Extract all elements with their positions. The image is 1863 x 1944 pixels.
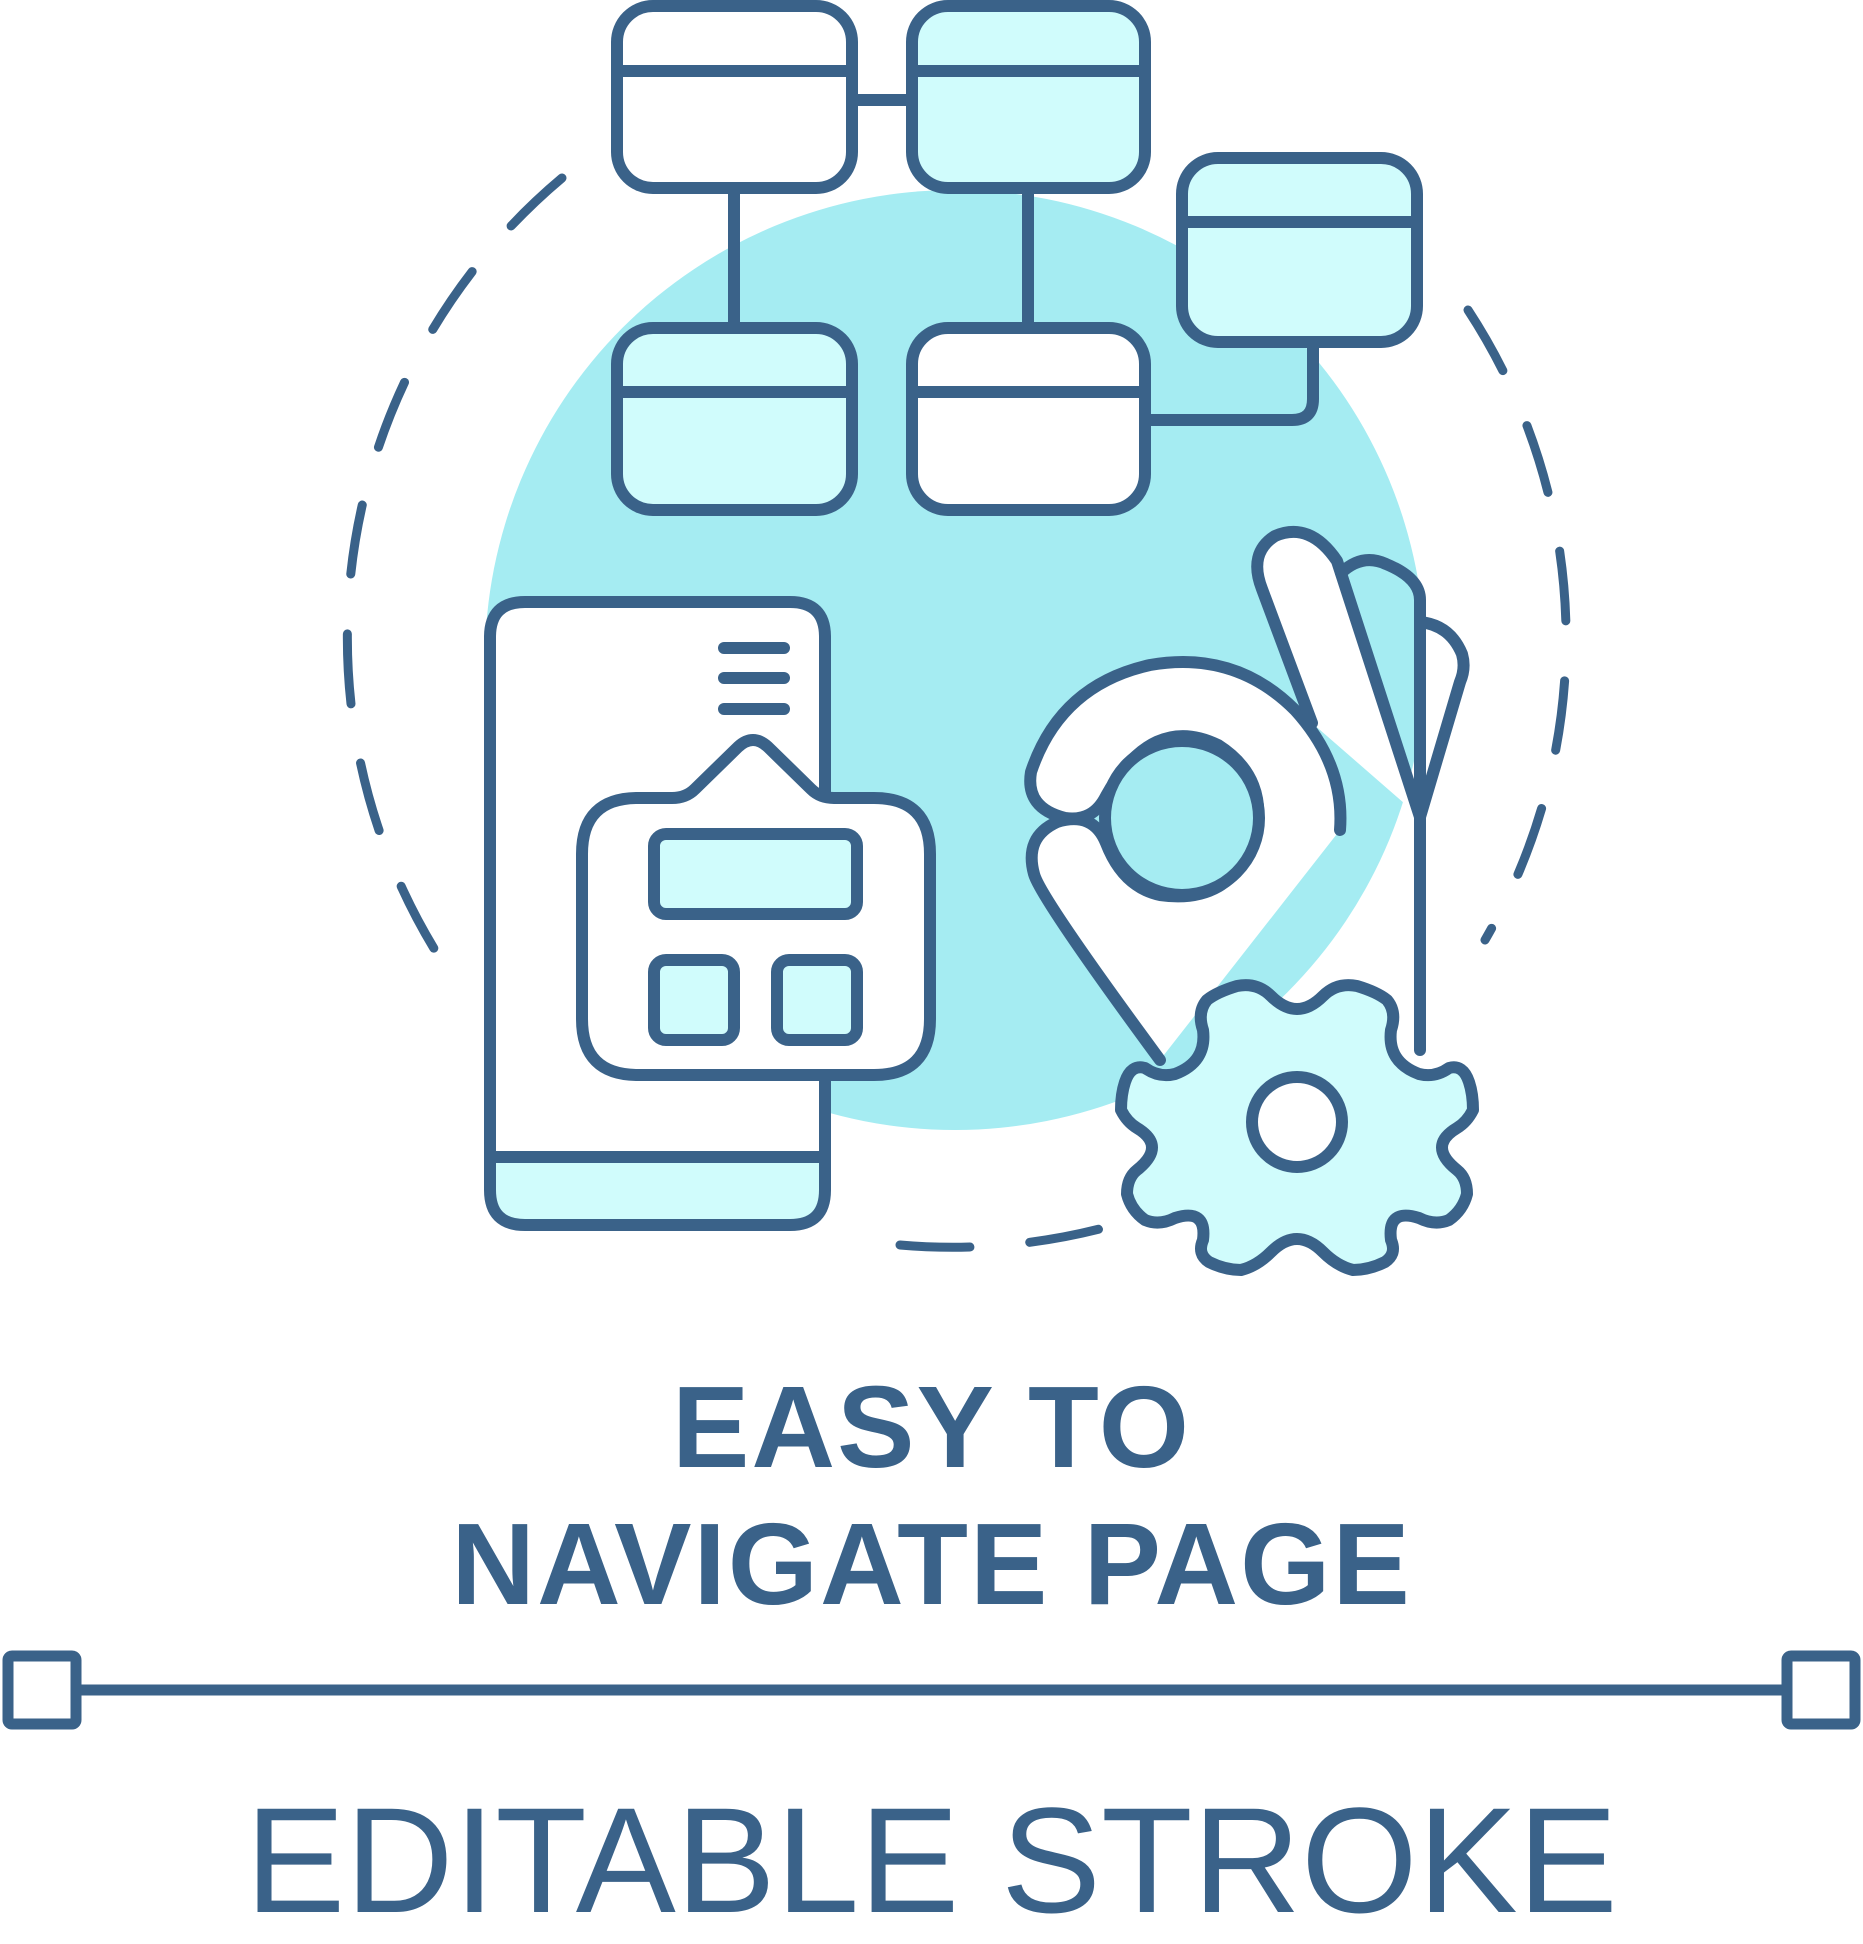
gear-icon bbox=[1115, 979, 1479, 1276]
sitemap-node bbox=[611, 322, 858, 516]
sitemap-icon bbox=[611, 0, 1423, 516]
title-line-2: NAVIGATE PAGE bbox=[451, 1499, 1412, 1629]
sitemap-node bbox=[611, 0, 858, 194]
title-line-1: EASY TO bbox=[671, 1362, 1191, 1492]
ok-hand-icon bbox=[1024, 526, 1470, 1066]
sitemap-node bbox=[906, 0, 1151, 194]
dashed-circle bbox=[342, 173, 1571, 1252]
editable-stroke-caption: EDITABLE STROKE bbox=[245, 1776, 1618, 1944]
sitemap-node bbox=[1176, 152, 1423, 348]
sitemap-node bbox=[906, 322, 1151, 516]
popup-window-icon bbox=[576, 734, 936, 1081]
divider bbox=[2, 1650, 1861, 1730]
